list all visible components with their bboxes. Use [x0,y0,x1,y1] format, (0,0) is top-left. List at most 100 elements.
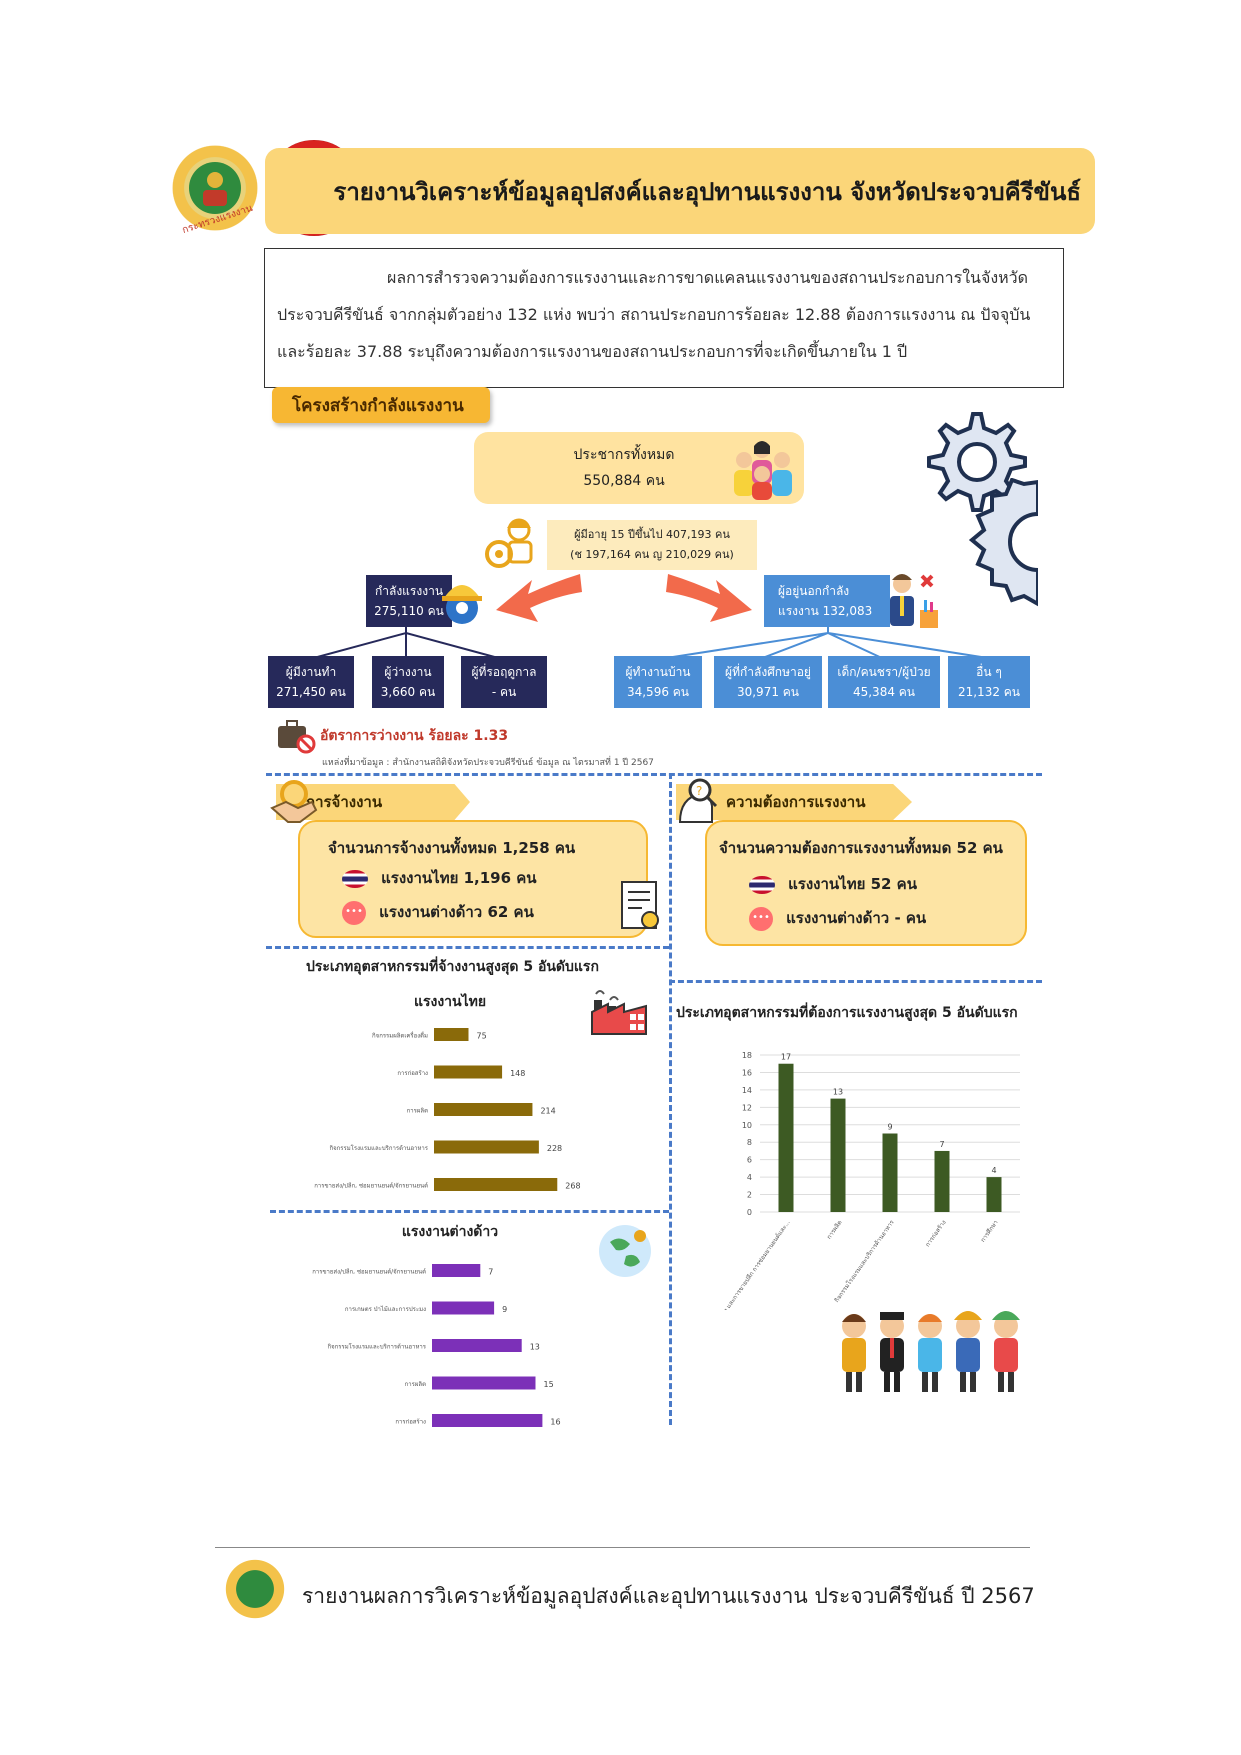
outside-labor-force-label: ผู้อยู่นอกกำลัง [778,584,850,598]
divider-right-mid [669,980,1042,983]
people-group-icon [734,441,792,500]
bar [934,1150,950,1212]
intro-summary-box: ผลการสำรวจความต้องการแรงงานและการขาดแคลน… [264,248,1064,388]
age15-total: ผู้มีอายุ 15 ปีขึ้นไป 407,193 คน [574,528,730,541]
y-tick-label: 14 [742,1086,752,1095]
bar [432,1376,536,1390]
bar [432,1339,522,1352]
others-value: 21,132 คน [957,685,1021,699]
handshake-gear-icon [270,780,318,823]
bar [434,1103,533,1116]
bar-category-label: การขายส่ง/ปลีก, ซ่อมยานยนต์/จักรยานยนต์ [314,1182,428,1190]
housework-label: ผู้ทำงานบ้าน [625,665,691,679]
bar-category-label: การก่อสร้าง [397,1070,428,1077]
students-value: 30,971 คน [736,685,800,699]
bar-value-label: 268 [565,1182,580,1191]
divider-vertical [669,773,672,1425]
intro-text-1: ผลการสำรวจความต้องการแรงงานและการขาดแคลน… [387,268,1029,287]
bar-value-label: 16 [550,1418,560,1427]
arrow-left-icon [496,574,582,622]
arrow-right-icon [666,574,752,622]
certificate-icon [621,881,659,929]
labor-force-value: 275,110 คน [374,604,444,618]
employment-foreign: แรงงานต่างด้าว 62 คน [379,903,534,921]
factory-icon [591,990,647,1035]
ministry-of-labour-logo [167,140,263,236]
demand-foreign: แรงงานต่างด้าว - คน [786,909,927,927]
y-tick-label: 6 [747,1156,752,1165]
seasonal-value: - คน [491,685,517,699]
bar-value-label: 9 [887,1123,892,1132]
bar-category-label: กิจกรรมโรงแรมและบริการด้านอาหาร [327,1343,427,1351]
bar-category-label: การเกษตร ป่าไม้และการประมง [345,1305,426,1313]
gear-icon-large [968,478,1038,607]
x-category-label: การผลิต [826,1219,844,1241]
elderly-value: 45,384 คน [852,685,916,699]
employment-total: จำนวนการจ้างงานทั้งหมด 1,258 คน [328,839,576,857]
foreign-labor-chart-title: แรงงานต่างด้าว [402,1224,498,1240]
top-industries-title: ประเภทอุตสาหกรรมที่จ้างงานสูงสุด 5 อันดั… [306,959,599,975]
labor-force-box: กำลังแรงงาน 275,110 คน [366,575,452,627]
bar-value-label: 148 [510,1069,525,1078]
data-source-note: แหล่งที่มาข้อมูล : สำนักงานสถิติจังหวัดป… [322,758,654,768]
bar [434,1178,558,1191]
demand-thai: แรงงานไทย 52 คน [788,875,917,893]
bar [434,1140,539,1154]
bar-category-label: กิจกรรมผลิตเครื่องดื่ม [372,1032,428,1040]
page-title: รายงานวิเคราะห์ข้อมูลอุปสงค์และอุปทานแรง… [333,176,1081,206]
chat-bubble-icon: ••• [342,900,366,925]
bar [434,1028,469,1041]
bar-value-label: 17 [781,1053,791,1062]
deity-emblem-icon [189,162,241,214]
age15-box: ผู้มีอายุ 15 ปีขึ้นไป 407,193 คน (ช 197,… [547,520,757,570]
unemployment-rate: อัตราการว่างงาน ร้อยละ 1.33 [320,728,509,744]
housework-box: ผู้ทำงานบ้าน 34,596 คน [614,656,702,708]
divider-left-mid [266,946,669,949]
unemployed-value: 3,660 คน [380,685,436,699]
population-box: ประชากรทั้งหมด 550,884 คน [474,432,804,504]
intro-line-2: ประจวบคีรีขันธ์ จากกลุ่มตัวอย่าง 132 แห่… [277,305,1031,324]
bar [432,1264,481,1277]
y-tick-label: 0 [747,1208,752,1217]
employment-ribbon-label: การจ้างงาน [306,793,383,811]
globe-workers-icon [599,1225,651,1277]
bar [986,1177,1002,1212]
bar-value-label: 7 [939,1140,944,1149]
search-person-icon: ? [678,778,718,823]
worker-figure [842,1314,866,1392]
labor-force-label: กำลังแรงงาน [374,584,444,598]
y-tick-label: 8 [747,1138,752,1147]
bar-category-label: การผลิต [407,1108,428,1115]
tree-connector-left [309,627,503,660]
bar-category-label: การขายส่ง/ปลีก, ซ่อมยานยนต์/จักรยานยนต์ [312,1268,426,1276]
workers-illustration [842,1311,1020,1392]
y-tick-label: 10 [742,1121,752,1130]
bar [882,1133,898,1212]
bar-value-label: 214 [540,1107,555,1116]
thai-flag-icon [749,875,775,894]
bar-value-label: 15 [544,1380,554,1389]
housework-value: 34,596 คน [626,685,690,699]
bar [434,1065,503,1079]
others-box: อื่น ๆ 21,132 คน [948,656,1030,708]
elderly-label: เด็ก/คนชรา/ผู้ป่วย [837,665,931,679]
structure-section-title: โครงสร้างกำลังแรงงาน [272,387,490,423]
intro-line-1: ผลการสำรวจความต้องการแรงงานและการขาดแคลน… [277,259,1051,296]
bar [432,1414,543,1427]
worker-figure [880,1312,904,1392]
demand-industries-title: ประเภทอุตสาหกรรมที่ต้องการแรงงานสูงสุด 5… [676,1005,1018,1021]
person-not-working-icon [890,574,938,628]
svg-text:?: ? [696,784,702,798]
divider-left-bottom [270,1210,669,1213]
bar-value-label: 13 [833,1088,843,1097]
employed-value: 271,450 คน [276,685,346,699]
header-title-bar: รายงานวิเคราะห์ข้อมูลอุปสงค์และอุปทานแรง… [265,148,1095,234]
outside-labor-force-value: แรงงาน 132,083 คน [778,604,873,638]
bar-value-label: 7 [488,1268,493,1277]
tree-connector-right [659,627,995,660]
thai-labor-chart-title: แรงงานไทย [414,992,486,1010]
x-category-label: การก่อสร้าง [924,1219,947,1248]
hard-hat-gear-icon [442,585,482,624]
employment-stat-box: จำนวนการจ้างงานทั้งหมด 1,258 คน แรงงานไท… [298,820,648,938]
employment-thai-row: แรงงานไทย 1,196 คน [342,866,537,890]
